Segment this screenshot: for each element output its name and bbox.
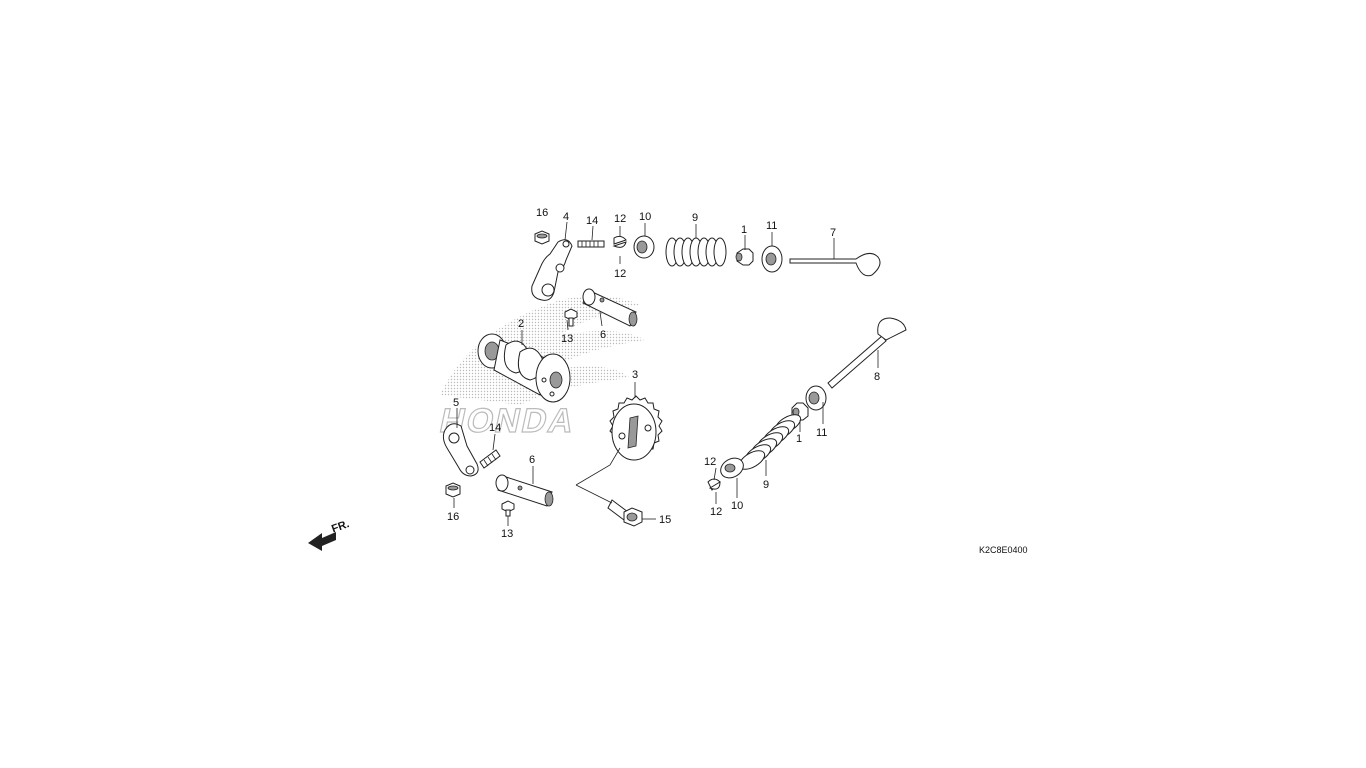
diagram-code: K2C8E0400 xyxy=(979,545,1028,555)
callout-12: 12 xyxy=(614,213,626,225)
spring-seat-11-lower xyxy=(805,385,827,411)
spring-seat-11-upper xyxy=(761,245,783,273)
callout-13: 13 xyxy=(501,528,513,540)
adjusting-screw-14-lower xyxy=(479,449,501,469)
callouts: 16 4 14 12 12 10 9 1 11 7 2 13 6 3 8 5 1… xyxy=(447,207,880,540)
intake-valve-7 xyxy=(789,253,881,277)
callout-1: 1 xyxy=(796,433,802,445)
callout-6: 6 xyxy=(600,329,606,341)
exhaust-valve-8 xyxy=(827,317,907,389)
camshaft-2 xyxy=(477,333,571,403)
callout-14: 14 xyxy=(586,215,598,227)
callout-4: 4 xyxy=(563,211,569,223)
valve-spring-9-lower xyxy=(738,414,802,470)
nut-16-lower xyxy=(445,482,461,498)
callout-14: 14 xyxy=(489,422,501,434)
callout-1: 1 xyxy=(741,224,747,236)
callout-5: 5 xyxy=(453,397,459,409)
callout-12: 12 xyxy=(704,456,716,468)
callout-16: 16 xyxy=(447,511,459,523)
callout-13: 13 xyxy=(561,333,573,345)
callout-12: 12 xyxy=(614,268,626,280)
callout-10: 10 xyxy=(731,500,743,512)
nut-16-upper xyxy=(534,230,550,245)
callout-16: 16 xyxy=(536,207,548,219)
sprocket-bolt-lead xyxy=(575,447,621,504)
bolt-13-upper xyxy=(564,308,578,327)
callout-8: 8 xyxy=(874,371,880,383)
callout-9: 9 xyxy=(763,479,769,491)
front-arrow-icon: FR. xyxy=(308,518,351,551)
adjusting-screw-14-upper xyxy=(577,240,605,248)
sprocket-bolt-15 xyxy=(607,499,643,527)
valve-spring-9-upper xyxy=(665,237,727,267)
cam-sprocket-3 xyxy=(609,395,663,461)
callout-11: 11 xyxy=(766,220,777,232)
valve-cotter-12-lower xyxy=(707,478,721,491)
valve-cotter-12-upper xyxy=(612,235,627,248)
callout-3: 3 xyxy=(632,369,638,381)
bolt-13-lower xyxy=(501,500,515,517)
callout-10: 10 xyxy=(639,211,651,223)
rocker-shaft-6-upper xyxy=(582,288,638,327)
callout-9: 9 xyxy=(692,212,698,224)
spring-retainer-10-lower xyxy=(720,457,744,479)
callout-2: 2 xyxy=(518,318,524,330)
callout-15: 15 xyxy=(659,514,671,526)
callout-11: 11 xyxy=(816,427,827,439)
rocker-arm-4 xyxy=(531,239,573,301)
leader-lines xyxy=(453,221,879,526)
spring-retainer-10-upper xyxy=(633,235,655,259)
front-indicator: FR. xyxy=(330,518,351,535)
callout-7: 7 xyxy=(830,227,836,239)
callout-12: 12 xyxy=(710,506,722,518)
callout-6: 6 xyxy=(529,454,535,466)
stem-seal-1-upper xyxy=(735,248,754,266)
rocker-shaft-6-lower xyxy=(495,474,554,507)
